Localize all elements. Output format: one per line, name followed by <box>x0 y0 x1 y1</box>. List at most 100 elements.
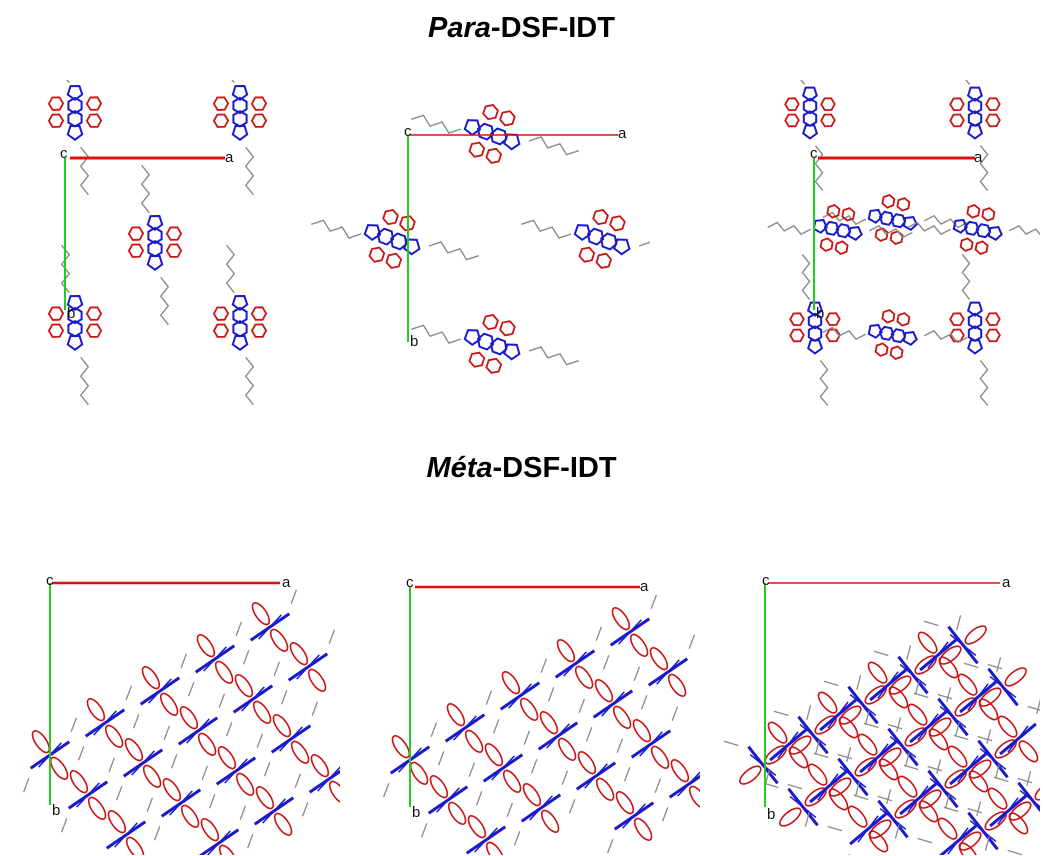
fluorene-ring <box>501 671 521 695</box>
alkyl-chain <box>944 794 950 809</box>
alkyl-chain <box>633 666 641 682</box>
meta-packing-view-1: c a b <box>22 572 340 855</box>
core-ring <box>490 337 508 356</box>
fluorene-ring <box>142 764 162 788</box>
alkyl-chain <box>671 706 679 722</box>
fluorene-ring <box>938 656 959 679</box>
fluorene-ring <box>937 817 958 840</box>
alkyl-chain <box>290 589 298 605</box>
alkyl-chain <box>208 793 216 809</box>
fluorene-ring <box>889 675 912 695</box>
fluorene-ring <box>847 805 868 828</box>
para-packing-view-1: c a b <box>47 80 268 406</box>
fluorene-ring <box>968 770 989 793</box>
fluorene-ring <box>141 666 161 690</box>
fluorene-ring <box>826 203 841 219</box>
core-ring <box>503 133 521 151</box>
alkyl-chain <box>896 717 902 732</box>
fluorene-ring <box>820 113 836 128</box>
alkyl-chain <box>492 718 500 734</box>
fluorene-ring <box>252 700 272 724</box>
molecule <box>937 801 982 855</box>
molecule <box>60 757 116 833</box>
alkyl-chain <box>864 710 870 725</box>
fluorene-ring <box>869 819 892 839</box>
alkyl-chain <box>903 764 919 771</box>
fluorene-ring <box>964 625 987 645</box>
alkyl-chain <box>1017 777 1033 784</box>
core-ring <box>453 715 477 741</box>
molecule <box>437 690 493 766</box>
core-ring <box>66 334 84 351</box>
core-ring <box>231 334 249 351</box>
meta-title-prefix: Méta <box>426 452 493 484</box>
molecule <box>585 666 641 742</box>
core-ring <box>1007 725 1029 753</box>
core-ring <box>296 654 320 680</box>
core-ring <box>939 705 967 729</box>
molecule <box>212 80 268 196</box>
fluorene-ring <box>218 844 238 855</box>
fluorene-ring <box>85 96 103 111</box>
alkyl-chain <box>956 615 962 630</box>
meta-title: Méta-DSF-IDT <box>0 452 1043 485</box>
molecule <box>764 705 812 785</box>
alkyl-chain <box>187 681 195 697</box>
core-ring <box>308 769 340 794</box>
core-ring <box>967 339 984 355</box>
para-title: Para-DSF-IDT <box>0 12 1043 45</box>
fluorene-ring <box>556 639 576 663</box>
fluorene-ring <box>789 328 805 343</box>
core-ring <box>207 830 231 855</box>
alkyl-chain <box>806 705 812 720</box>
core-ring <box>899 663 927 687</box>
molecule <box>411 104 579 164</box>
core-ring <box>131 750 155 776</box>
molecule <box>127 164 183 326</box>
fluorene-ring <box>829 777 852 797</box>
fluorene-ring <box>200 818 220 842</box>
alkyl-chain <box>239 805 247 821</box>
alkyl-chain <box>661 806 669 822</box>
molecule <box>813 752 893 802</box>
alkyl-chain <box>153 825 161 841</box>
fluorene-ring <box>429 775 449 799</box>
alkyl-chain <box>382 782 390 798</box>
fluorene-ring <box>609 215 626 232</box>
core-ring <box>231 84 249 102</box>
core-ring <box>967 110 983 127</box>
alkyl-chain <box>977 735 993 742</box>
fluorene-ring <box>310 754 330 778</box>
alkyl-chain <box>428 241 479 261</box>
alkyl-chain <box>907 221 952 236</box>
core-ring <box>66 84 84 102</box>
alkyl-chain <box>837 753 853 760</box>
core-ring <box>867 323 883 339</box>
core-ring <box>186 718 210 744</box>
origin-c-label: c <box>46 572 54 589</box>
alkyl-chain <box>244 356 255 406</box>
alkyl-chain <box>822 326 867 341</box>
alkyl-chain <box>66 80 70 84</box>
alkyl-chain <box>616 738 624 754</box>
core-ring <box>477 122 495 141</box>
b-axis-label: b <box>412 804 420 821</box>
fluorene-ring <box>767 721 788 744</box>
core-ring <box>262 798 286 824</box>
alkyl-chain <box>914 680 920 695</box>
core-ring <box>802 97 818 115</box>
fluorene-ring <box>289 642 309 666</box>
core-ring <box>879 807 907 831</box>
alkyl-chain <box>108 757 116 773</box>
fluorene-ring <box>881 193 896 209</box>
molecule <box>170 693 226 769</box>
fluorene-ring <box>629 633 649 657</box>
core-ring <box>987 226 1003 242</box>
fluorene-ring <box>539 711 559 735</box>
molecule <box>115 725 171 801</box>
fluorene-ring <box>328 780 340 804</box>
origin-c-label: c <box>810 145 818 162</box>
core-ring <box>231 294 249 312</box>
fluorene-ring <box>969 759 992 779</box>
fluorene-ring <box>985 97 1001 112</box>
